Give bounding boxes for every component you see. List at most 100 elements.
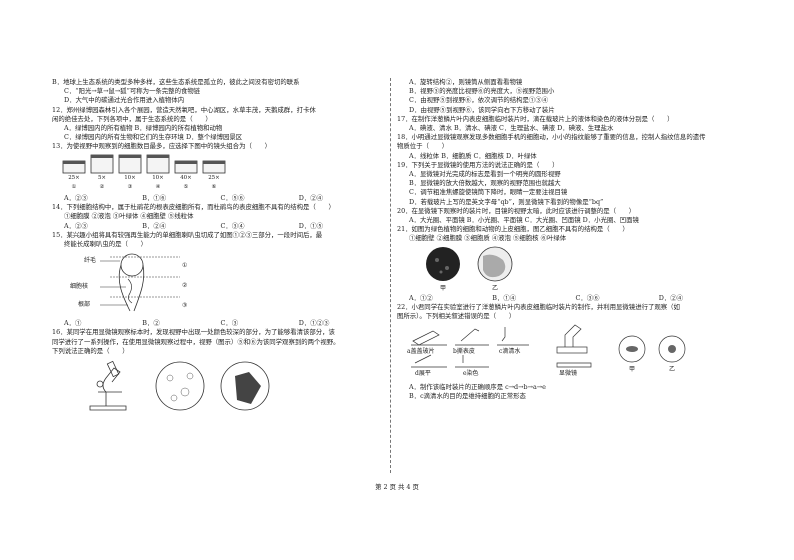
lens-magnification: 5× [97, 174, 107, 181]
right-line: 物质位于（ ） [397, 142, 449, 151]
root-label: 根部 [78, 301, 91, 309]
q21-options: A．①② B．①④ C．③⑥ D．②④ [397, 294, 742, 303]
lens-item: 40× ⑤ [174, 160, 198, 192]
option: D．②④ [658, 293, 684, 302]
option: A．① [64, 319, 82, 328]
lens-number: ⑤ [183, 183, 189, 190]
step-b-label: b撕表皮 [453, 348, 475, 356]
lens-icon [118, 154, 142, 174]
q13-options: A．②③ B．①⑥ C．⑤⑥ D．②④ [52, 194, 377, 203]
step-d-label: d展平 [415, 370, 431, 378]
microscope-and-fields-drawing [89, 360, 270, 411]
part-2-label: ② [182, 282, 188, 290]
lens-item: 5× ② [90, 154, 114, 192]
question-21: 21．如图为绿色植物的细胞和动物的上皮细胞，图乙细胞不具有的结构是（ ） [397, 225, 629, 234]
q22-option-b: B．c滴清水的目的是维持细胞的正常形态 [409, 392, 526, 401]
lens-item: 25×⑥ [202, 160, 226, 192]
lens-magnification: 25× [68, 174, 80, 181]
left-line: A．绿博园内的所有植物 B．绿博园内的所有植物和动物 [64, 124, 223, 133]
microscope-label: 显微镜 [559, 370, 578, 378]
lens-number: ③ [127, 183, 133, 190]
step-e-label: e染色 [463, 370, 479, 378]
lens-icon [90, 154, 114, 174]
right-column: A．旋转结构②，则镜筒从侧面看看物镜 B．视野③的亮度比视野⑥的亮度大，⑤视野范… [397, 78, 742, 402]
q22-option-a: A．制作该临时装片的正确顺序是 c→d→b→a→e [409, 383, 546, 392]
question-22: 22．小君同学在实验室进行了洋葱鳞片叶内表皮细胞临时装片的制作，并利用显微镜进行… [397, 302, 680, 311]
exam-page: B．地球上生态系统的类型多种多样，这些生态系统是孤立的，彼此之间没有密切的联系 … [52, 78, 742, 498]
right-line: B．显微镜的放大倍数越大，观察的视野范围也就越大 [409, 179, 561, 188]
lens-icon [62, 160, 86, 174]
right-line: A．线粒体 B．细胞质 C．细胞核 D．叶绿体 [409, 151, 537, 160]
nucleus-label: 细胞核 [70, 283, 89, 291]
lens-icon [202, 160, 226, 174]
option: B．②④ [142, 221, 167, 230]
question-19: 19．下列关于显微镜的使用方法的说法正确的是（ ） [397, 160, 559, 169]
cells-figure: 甲 乙 [415, 246, 742, 292]
lens-figure: 25× ① 5× ② 10× ③ 10× ④ 40× ⑤ 25×⑥ [62, 154, 377, 192]
figure-yi-label: 乙 [492, 284, 499, 292]
option: D．①⑤ [298, 221, 324, 230]
field-jia-label: 甲 [629, 366, 636, 374]
lens-magnification: 10× [124, 174, 136, 181]
right-line: C．调节粗准焦螺旋使镜筒下降时，眼睛一定要注视目镜 [409, 188, 568, 197]
question-15: 15．某兴趣小组将具有较强再生能力的单细胞喇叭虫切成了如图①②③三部分，一段时间… [52, 230, 323, 239]
cells-drawing [426, 246, 513, 282]
option: D．②④ [298, 194, 324, 203]
slide-prep-figure: a盖盖玻片 b撕表皮 c滴清水 d展平 e染色 显微镜 甲 乙 [407, 323, 742, 381]
question-13: 13．为使视野中观察到的细胞数目最多，应选择下图中的镜头组合为（ ） [52, 142, 272, 151]
option: A．①② [409, 293, 433, 302]
step-c-label: c滴清水 [499, 348, 521, 356]
left-line: 下列说法正确的是（ ） [52, 346, 129, 355]
column-divider [390, 78, 392, 473]
right-line: C．由视野⑤到视野⑥，依次调节的结构是①③④ [409, 96, 549, 105]
question-14: 14．下列细胞结构中，属于杜鹃花的根表皮细胞所有，而杜鹃鸟的表皮细胞不具有的结构… [52, 203, 335, 212]
right-line: A．旋转结构②，则镜筒从侧面看看物镜 [409, 78, 523, 86]
left-column: B．地球上生态系统的类型多种多样，这些生态系统是孤立的，彼此之间没有密切的联系 … [52, 78, 377, 421]
right-line: D．由视野⑤到视野⑥，该同学向右下方移动了装片 [409, 105, 555, 114]
lens-number: ② [99, 183, 105, 190]
field-yi-label: 乙 [669, 366, 676, 374]
right-line: B．视野③的亮度比视野⑥的亮度大，⑤视野范围小 [409, 87, 555, 96]
lens-magnification: 25× [208, 174, 220, 181]
lens-icon [174, 160, 198, 174]
left-line: 同学进行了一系列操作，在使用显微镜观察过程中，视野（图示）⑤和⑥为该同学观察到的… [52, 337, 340, 346]
lens-item: 10× ③ [118, 154, 142, 192]
lens-item: 25× ① [62, 160, 86, 192]
lens-magnification: 10× [152, 174, 164, 181]
option: A．②③ [64, 221, 88, 230]
left-line: 终能长成喇叭虫的是（ ） [64, 240, 148, 249]
part-1-label: ① [182, 262, 188, 270]
q14-options: A．②③ B．②④ C．③④ D．①⑤ [52, 222, 377, 231]
right-line: A．大光圈、平面镜 B．小光圈、平面镜 C．大光圈、凹面镜 D．小光圈、凹面镜 [409, 216, 639, 225]
option: D．①②③ [298, 319, 330, 328]
option: B．①⑥ [142, 194, 167, 203]
option: B．② [142, 319, 160, 328]
microscope-figure [70, 358, 377, 419]
step-a-label: a盖盖玻片 [407, 348, 435, 356]
lens-magnification: 40× [180, 174, 192, 181]
left-line: C．“阳光→草→鼠→狐”可称为一条完整的食物链 [64, 87, 201, 96]
lens-icon [146, 154, 170, 174]
left-line: D．大气中的碳通过光合作用进入植物体内 [64, 96, 185, 105]
left-line: B．地球上生态系统的类型多种多样，这些生态系统是孤立的，彼此之间没有密切的联系 [52, 78, 300, 86]
cilia-label: 纤毛 [84, 257, 97, 265]
figure-jia-label: 甲 [440, 284, 447, 292]
right-line: D．若载玻片上写的是英文字母“qb”，则显微镜下看到的物像是“bq” [409, 197, 604, 206]
question-12: 12．郑州绿博园森林引入各个展园，营造天然氧吧，中心湖区，水草丰茂，天鹅成群，打… [52, 105, 316, 114]
slide-prep-drawing [411, 324, 686, 368]
left-line: 闲的绝佳去处，下列各项中，属于生态系统的是（ ） [52, 114, 212, 123]
lens-item: 10× ④ [146, 154, 170, 192]
option: B．①④ [492, 293, 517, 302]
q15-options: A．① B．② C．③ D．①②③ [52, 319, 377, 328]
option: C．⑤⑥ [220, 194, 245, 203]
right-line: A．显微镜对光完成的标志是看到一个明亮的圆形视野 [409, 170, 561, 179]
question-18: 18．小明通过显微镜观察发现多数细胞手机的细胞动，小小的指纹能够了重要的信息，控… [397, 133, 706, 142]
option: C．③⑥ [575, 293, 600, 302]
lens-number: ① [71, 183, 77, 190]
option: A．②③ [64, 194, 88, 203]
right-line: ①细胞壁 ②细胞膜 ③细胞质 ④液泡 ⑤细胞核 ⑥叶绿体 [409, 234, 567, 243]
question-17: 17．在制作洋葱鳞片叶内表皮细胞临时装片时，滴在载玻片上的液体和染色的液体分别是… [397, 114, 674, 123]
question-16: 16．某同学在用显微镜观察标本时，发现视野中出现一处颜色较深的部分，为了能够看清… [52, 328, 335, 337]
option: C．③ [220, 319, 239, 328]
lens-number: ④ [155, 183, 161, 190]
